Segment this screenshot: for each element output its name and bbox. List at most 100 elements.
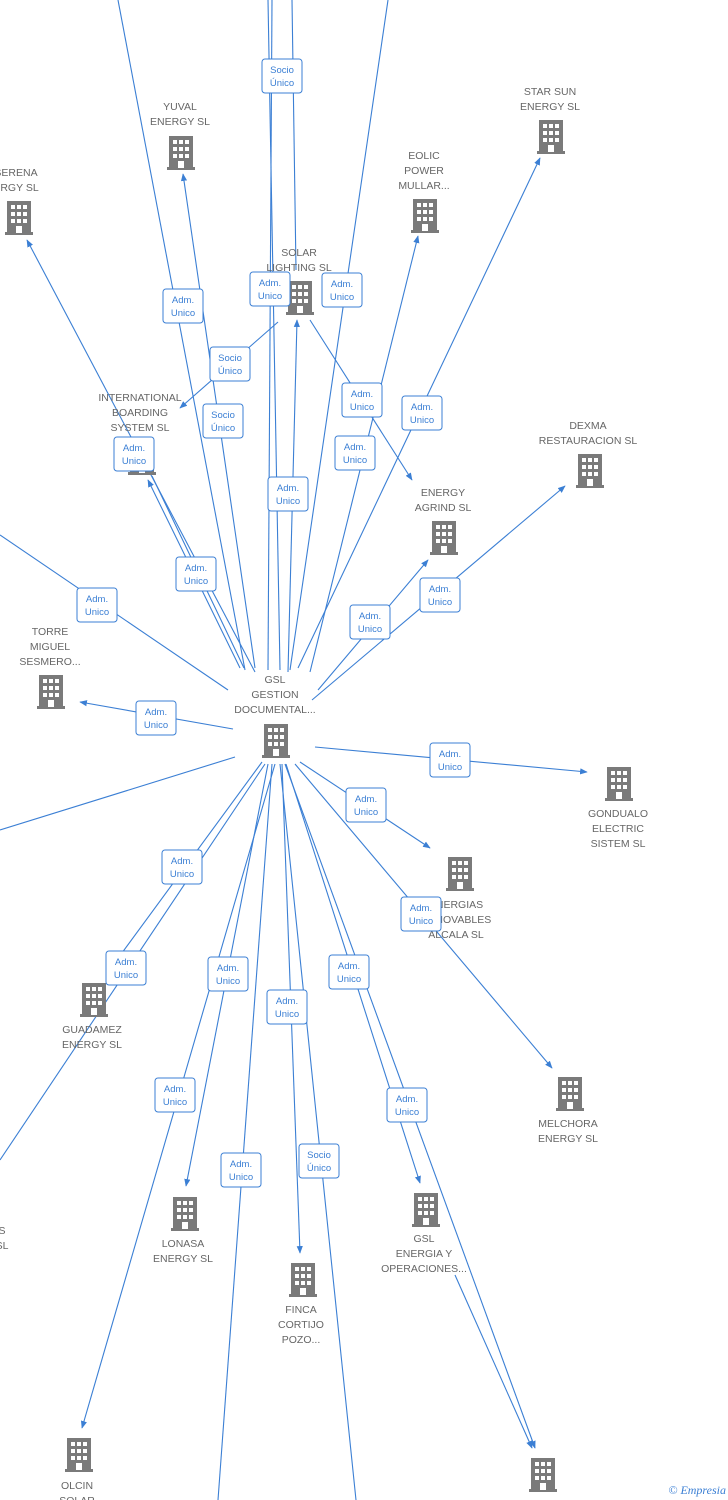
edge-line — [291, 0, 297, 271]
badge-label-line: Adm. — [259, 278, 281, 289]
badge-label-line: Único — [270, 78, 294, 89]
building-icon — [412, 1193, 440, 1227]
company-node-finca[interactable]: FINCACORTIJOPOZO... — [278, 1263, 324, 1346]
relation-badge[interactable]: Adm. Unico — [76, 587, 118, 623]
company-node-serena[interactable]: SERENAERGY SL — [0, 167, 39, 235]
company-label-line: ELECTRIC — [592, 823, 644, 835]
badge-label-line: Unico — [170, 869, 194, 880]
relation-badge[interactable]: Adm.Unico — [401, 395, 443, 431]
badge-label-line: Adm. — [185, 563, 207, 574]
building-icon — [537, 120, 565, 154]
badge-label-line: Unico — [171, 308, 195, 319]
badge-label-line: Socio — [270, 65, 294, 76]
edge-line — [279, 763, 357, 1500]
badge-label-line: Socio — [307, 1150, 331, 1161]
company-node-gsl[interactable]: GSLGESTIONDOCUMENTAL... — [234, 674, 316, 758]
company-node-torre[interactable]: TORREMIGUELSESMERO... — [19, 626, 81, 709]
badge-label-line: Unico — [122, 456, 146, 467]
company-label-line: ERGY SL — [0, 182, 39, 194]
badge-label-line: Adm. — [277, 483, 299, 494]
relation-badge[interactable]: Adm.Unico — [175, 556, 217, 592]
company-node-eolic[interactable]: EOLICPOWERMULLAR... — [398, 150, 450, 233]
company-label-line: ENERGY SL — [150, 116, 210, 128]
badge-label-line: Unico — [410, 415, 434, 426]
badge-box — [207, 956, 249, 992]
edge-line — [0, 756, 236, 831]
edge-line — [267, 0, 273, 671]
badge-box — [113, 436, 155, 472]
relation-badge[interactable]: Adm.Unico — [345, 787, 387, 823]
company-node-bottomright[interactable] — [529, 1458, 557, 1492]
relation-badge[interactable]: Adm.Unico — [341, 382, 383, 418]
relation-badge[interactable]: Adm.Unico — [400, 896, 442, 932]
badge-label-line: Unico — [330, 292, 354, 303]
badge-label-line: Unico — [258, 291, 282, 302]
relation-badge[interactable]: Adm.Unico — [154, 1077, 196, 1113]
badge-label-line: Adm. — [86, 594, 108, 605]
relation-badge[interactable]: Adm.Unico — [334, 435, 376, 471]
edge-line — [267, 0, 281, 671]
relation-badge[interactable]: Adm.Unico — [321, 272, 363, 308]
relation-badge[interactable]: Adm. Unico — [249, 271, 291, 307]
company-label-line: ENERGY SL — [538, 1133, 598, 1145]
company-label-line: ENERGIAS — [429, 899, 483, 911]
badge-box — [328, 954, 370, 990]
company-label-line: ENERGY — [421, 487, 465, 499]
relation-badge[interactable]: Adm.Unico — [135, 700, 177, 736]
badge-label-line: Adm. — [396, 1094, 418, 1105]
footer-brand[interactable]: © Empresia — [668, 1483, 726, 1498]
relation-badge[interactable]: Adm. Unico — [113, 436, 155, 472]
company-node-leftcut[interactable]: SSL — [0, 1180, 9, 1252]
badge-label-line: Unico — [229, 1172, 253, 1183]
relation-badge[interactable]: Adm.Unico — [419, 577, 461, 613]
relation-badge[interactable]: Adm.Unico — [266, 989, 308, 1025]
relation-badge[interactable]: Adm.Unico — [162, 288, 204, 324]
relation-badge[interactable]: Adm.Unico — [386, 1087, 428, 1123]
company-label-line: GUADAMEZ — [62, 1024, 122, 1036]
company-label-line: SYSTEM SL — [111, 422, 170, 434]
company-label-line: OLCIN — [61, 1480, 93, 1492]
badge-label-line: Único — [307, 1163, 331, 1174]
badge-label-line: Adm. — [115, 957, 137, 968]
badge-box — [429, 742, 471, 778]
badge-label-line: Adm. — [123, 443, 145, 454]
badge-label-line: Unico — [163, 1097, 187, 1108]
badge-label-line: Adm. — [410, 903, 432, 914]
badge-label-line: Adm. — [338, 961, 360, 972]
badge-box — [220, 1152, 262, 1188]
relation-badge[interactable]: Adm.Unico — [349, 604, 391, 640]
relation-badge[interactable]: Adm.Unico — [429, 742, 471, 778]
company-node-olcin[interactable]: OLCINSOLAR — [59, 1438, 95, 1500]
badge-label-line: Adm. — [171, 856, 193, 867]
relation-badge[interactable]: Adm.Unico — [267, 476, 309, 512]
badge-label-line: Adm. — [351, 389, 373, 400]
company-label-line: OPERACIONES... — [381, 1263, 467, 1275]
badge-box — [345, 787, 387, 823]
relation-badge[interactable]: Adm.Unico — [207, 956, 249, 992]
company-label-line: DEXMA — [569, 420, 606, 432]
badge-label-line: Unico — [85, 607, 109, 618]
relation-badge[interactable]: Adm. Unico — [161, 849, 203, 885]
relation-badge[interactable]: Adm.Unico — [328, 954, 370, 990]
company-label-line: ALCALA SL — [428, 929, 484, 941]
relation-badge[interactable]: Adm. Unico — [105, 950, 147, 986]
relation-badge[interactable]: Adm.Unico — [220, 1152, 262, 1188]
badge-box — [249, 271, 291, 307]
badge-label-line: Unico — [114, 970, 138, 981]
edge-line — [289, 0, 389, 671]
